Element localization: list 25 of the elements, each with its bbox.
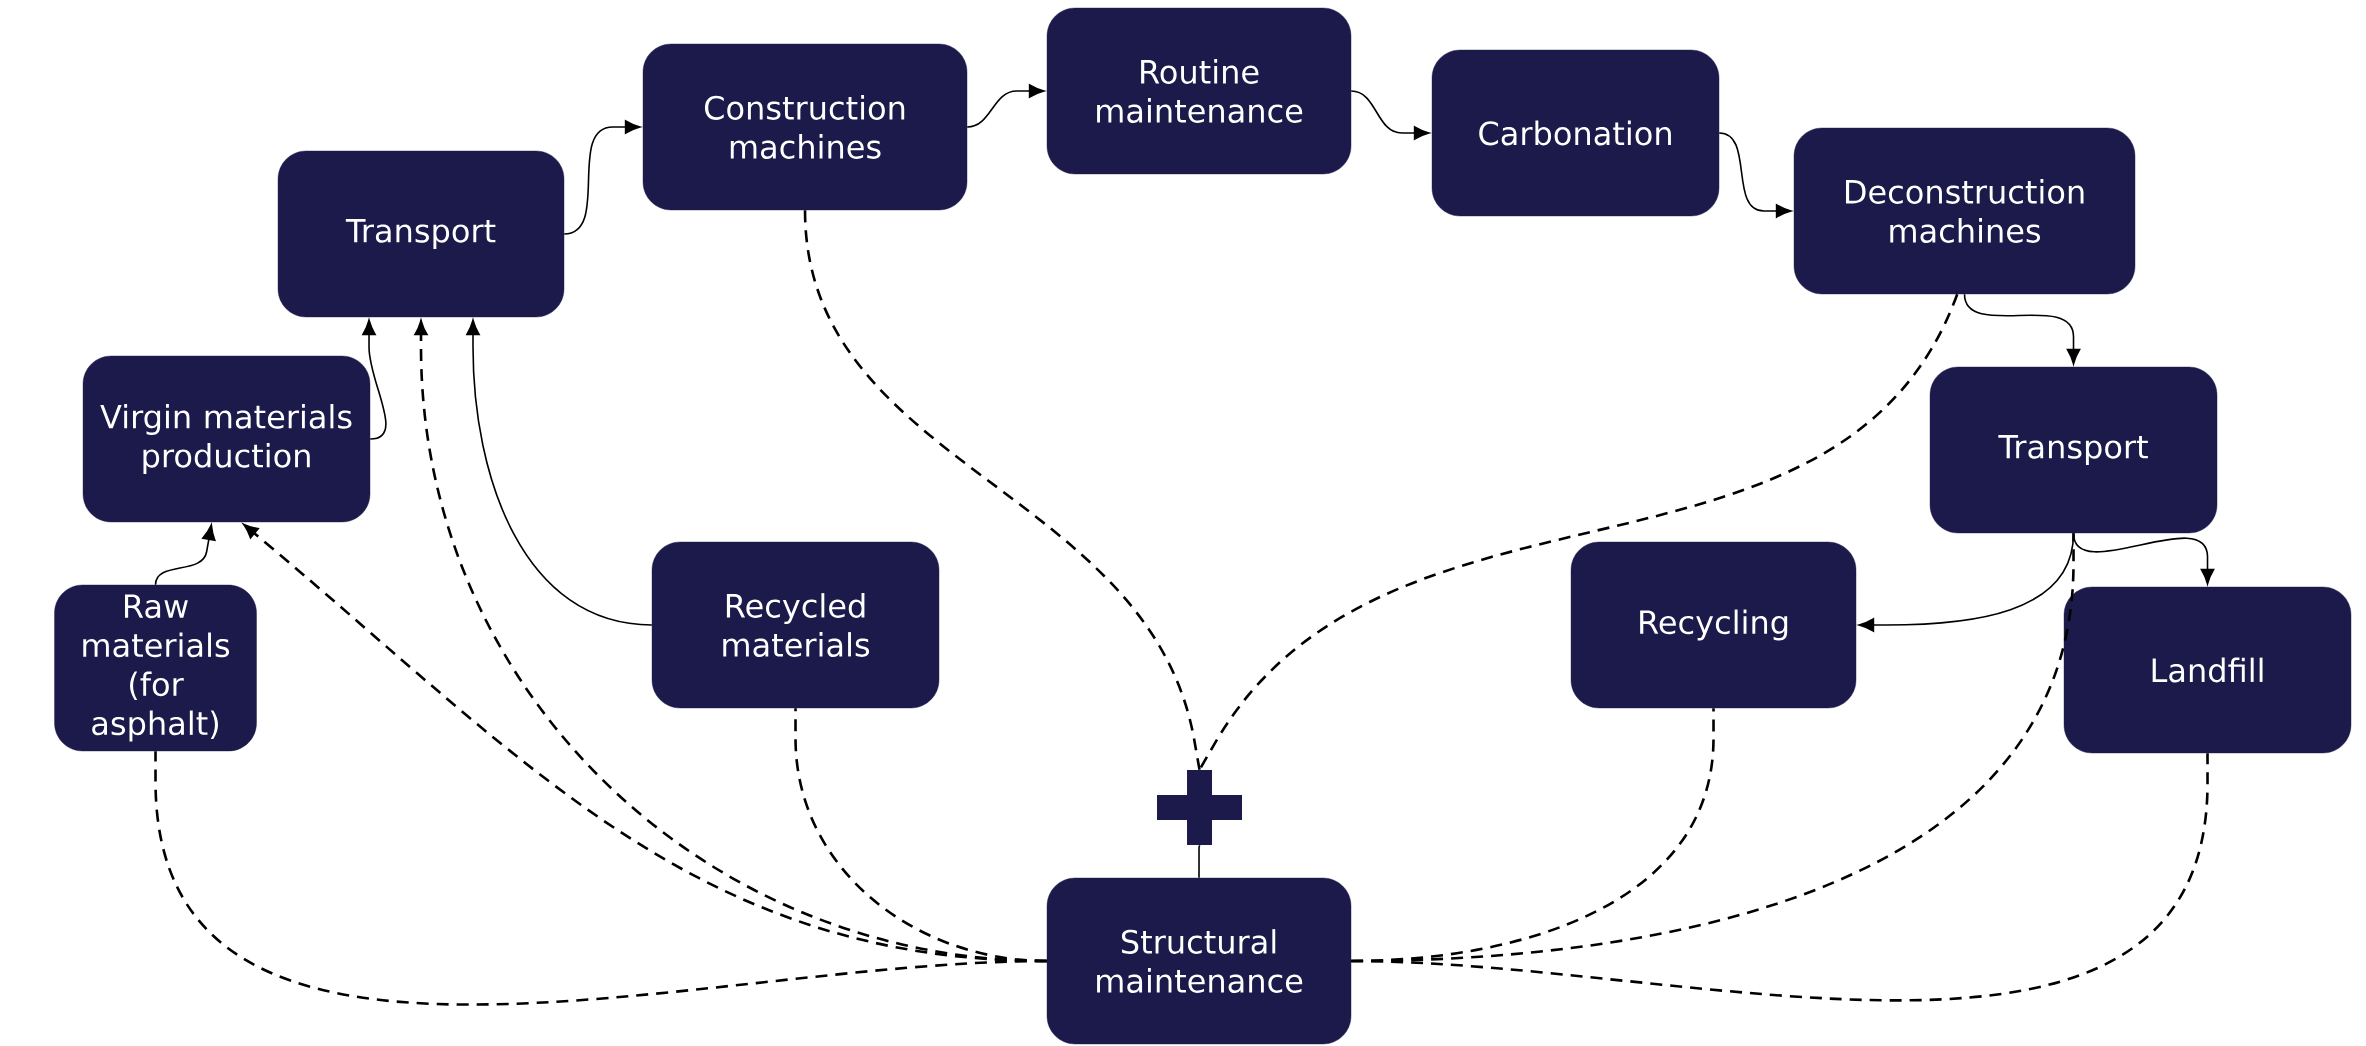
arrow — [466, 319, 653, 626]
process-box: Structural maintenance — [1046, 877, 1352, 1045]
plus-symbol — [1157, 770, 1242, 845]
connector-line — [1198, 844, 1201, 879]
arrow — [154, 524, 216, 586]
process-box: Construction machines — [642, 43, 968, 211]
process-box: Deconstruction machines — [1793, 127, 2136, 295]
process-box: Routine maintenance — [1046, 7, 1352, 175]
process-box: Landfill — [2063, 586, 2352, 754]
arrow — [1963, 293, 2081, 365]
arrow — [1350, 90, 1430, 140]
dashed-connector — [803, 210, 1201, 771]
process-box: Transport — [1929, 366, 2218, 534]
process-box: Transport — [277, 150, 565, 318]
process-box: Recycled materials — [651, 541, 940, 709]
arrow — [1718, 132, 1792, 218]
process-box: Recycling — [1570, 541, 1857, 709]
dashed-connector — [1198, 293, 1959, 771]
process-box: Virgin materials production — [82, 355, 371, 523]
dashed-connector — [794, 708, 1047, 963]
arrow — [563, 120, 641, 235]
arrow — [966, 84, 1045, 128]
dashed-connector — [1351, 753, 2209, 1002]
process-box: Raw materials (for asphalt) — [54, 584, 257, 752]
process-box: Carbonation — [1431, 49, 1720, 217]
